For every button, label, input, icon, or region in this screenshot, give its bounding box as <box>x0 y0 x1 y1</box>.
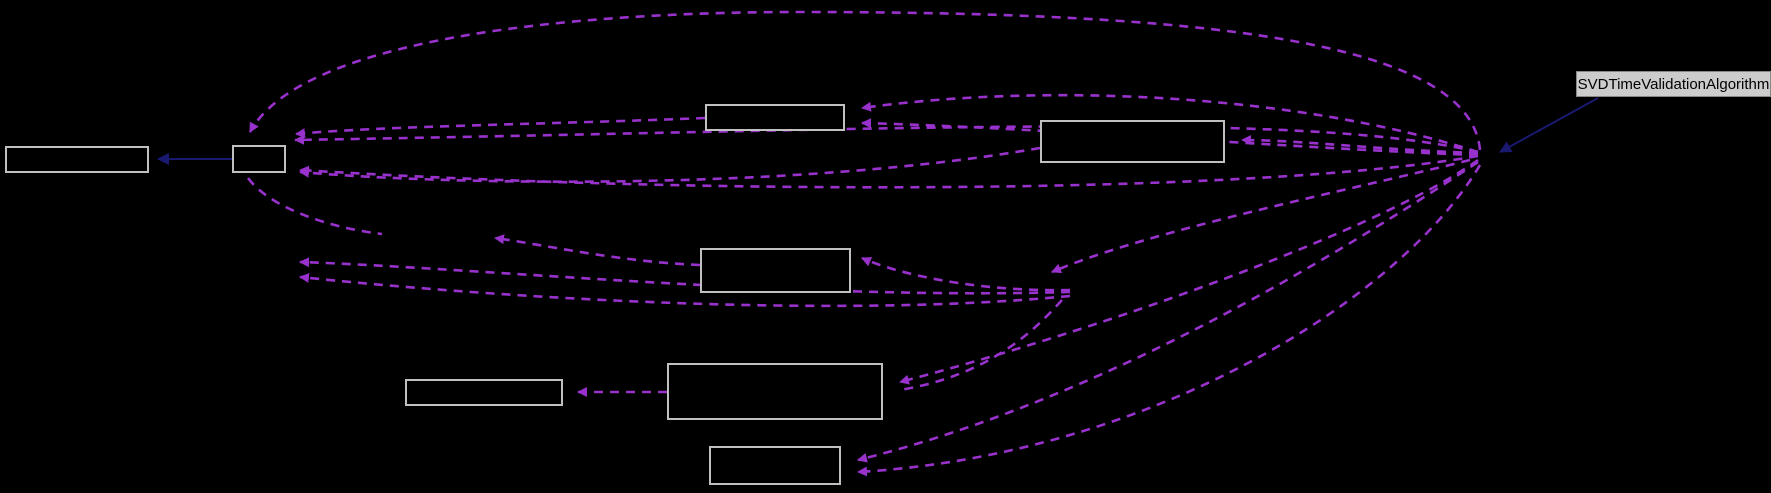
edge-usage-n3-n1 <box>299 146 1041 183</box>
edge-usage-hub-n2-lower <box>861 118 1479 157</box>
edge-usage-hub-n3 <box>1241 135 1479 155</box>
edge-usage-hub-n7-a <box>857 160 1479 463</box>
graph-node[interactable] <box>1040 120 1225 163</box>
edge-usage-group <box>246 10 1482 477</box>
edge-usage-hub-n6 <box>899 158 1479 385</box>
graph-node[interactable] <box>709 446 841 485</box>
graph-node[interactable] <box>232 145 286 173</box>
edge-usage-cluster-n4 <box>861 256 1071 292</box>
edge-usage-hub-n2-upper <box>861 93 1479 154</box>
graph-node[interactable] <box>700 248 851 293</box>
edge-usage-n4-left <box>494 234 701 267</box>
edge-inheritance-focus-hub <box>1499 97 1599 153</box>
graph-node[interactable] <box>405 379 563 406</box>
edge-usage-n1-down <box>246 177 383 236</box>
edge-usage-hub-n1-low <box>299 154 1479 189</box>
graph-node[interactable] <box>667 363 883 420</box>
edge-usage-n2-n1 <box>295 116 706 139</box>
graph-node-focus[interactable]: SVDTimeValidationAlgorithm <box>1576 71 1771 97</box>
edge-usage-cluster-n1-a <box>299 257 1071 295</box>
graph-node[interactable] <box>5 146 149 173</box>
edge-usage-hub-n7-b <box>857 164 1482 477</box>
edge-usage-hub-mid-cluster <box>1051 158 1471 274</box>
graph-node-focus-label: SVDTimeValidationAlgorithm <box>1577 75 1770 93</box>
edge-usage-hub-n1-top <box>248 10 1482 151</box>
edge-usage-cluster-n1-b <box>299 272 1071 308</box>
edge-usage-hub-n1-mid <box>294 125 1479 154</box>
graph-node[interactable] <box>705 104 845 131</box>
